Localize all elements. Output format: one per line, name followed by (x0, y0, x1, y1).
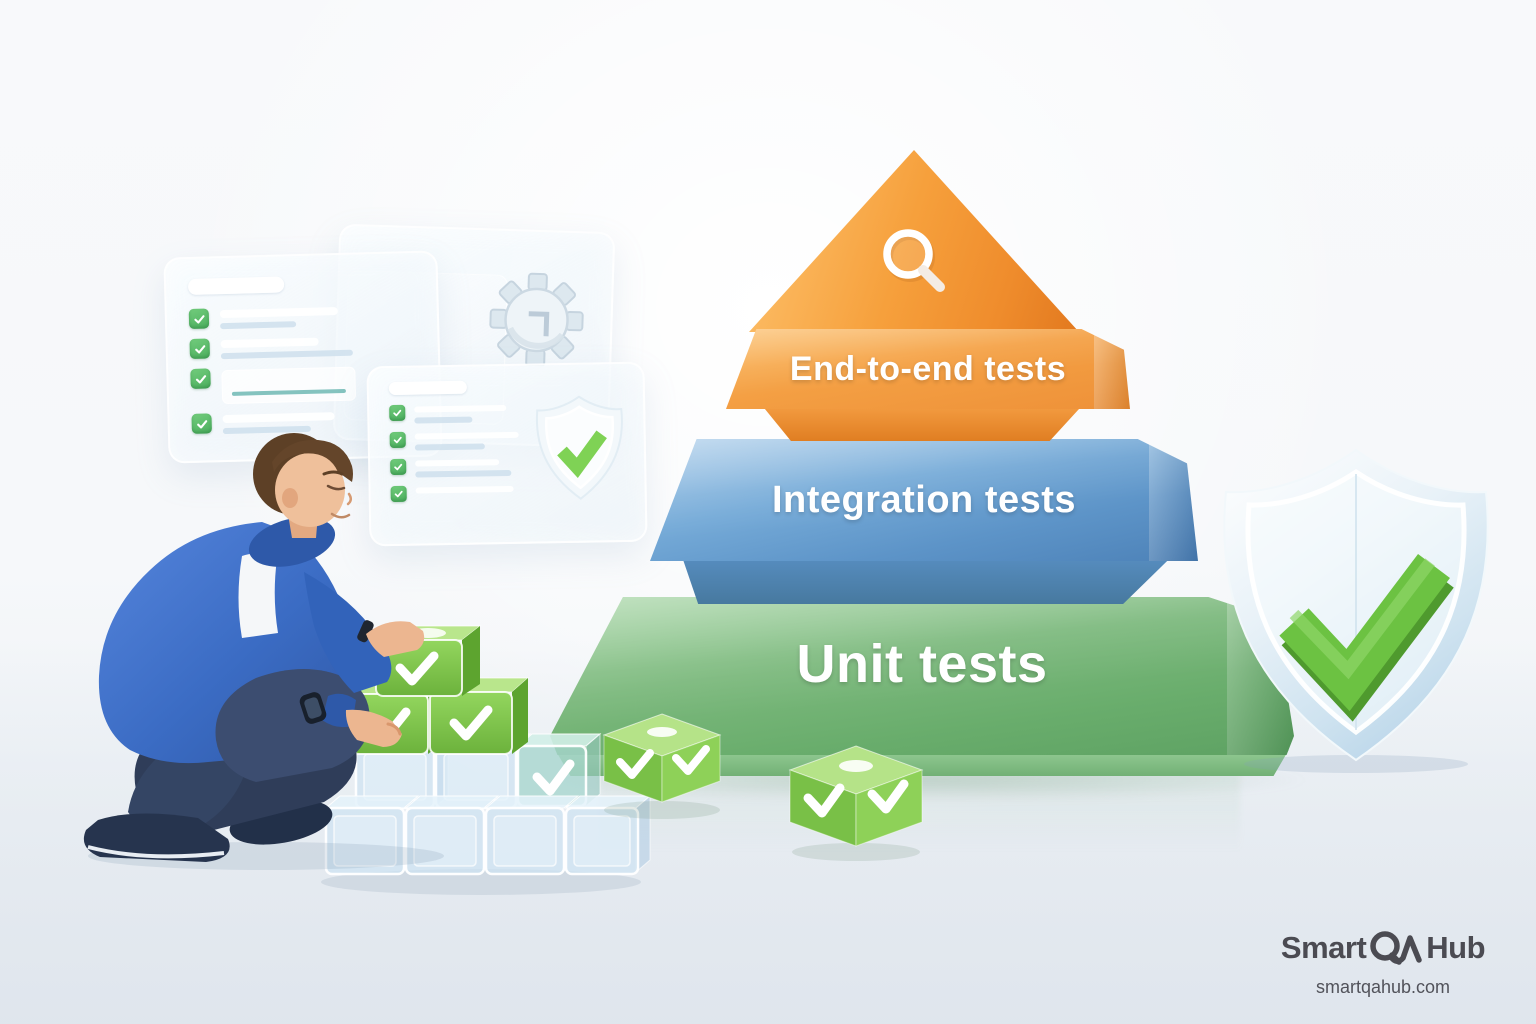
checkbox-checked-icon (390, 458, 407, 476)
green-check-cubes (602, 713, 924, 861)
text-line-placeholders (220, 335, 353, 360)
pyramid-layer-label: Unit tests (796, 634, 1048, 694)
gear-icon (489, 272, 584, 368)
text-line-placeholders (221, 365, 357, 405)
checklist-row (389, 401, 643, 424)
mini-card-placeholder (221, 366, 357, 405)
quality-shield (1223, 448, 1489, 773)
checkbox-checked-icon (390, 485, 407, 503)
pyramid-orange-wedge (764, 408, 1080, 441)
person-hand-top (366, 621, 425, 657)
brand-domain: smartqahub.com (1315, 977, 1451, 997)
panel-title-placeholder (187, 276, 285, 295)
pyramid-layer-label: End-to-end tests (789, 349, 1067, 388)
person-illustration (83, 433, 444, 870)
check-icon (1279, 553, 1454, 722)
pyramid-layer-label: Integration tests (771, 478, 1077, 521)
glass-block-row (324, 794, 652, 876)
checkbox-checked-icon (189, 338, 211, 359)
checkbox-checked-icon (389, 404, 406, 422)
checkbox-checked-icon (389, 431, 406, 449)
person-hand-front (345, 709, 402, 747)
panel-title-placeholder (388, 380, 467, 396)
magnifier-icon (883, 229, 945, 292)
floating-panel-settings (332, 223, 616, 449)
green-check-cube (788, 745, 924, 847)
qa-logo-mark (1369, 928, 1423, 968)
checklist-row (188, 302, 437, 330)
checklist-row (390, 482, 645, 503)
checkbox-checked-icon (188, 308, 210, 329)
brand-wordmark: Smart Hub (1258, 928, 1508, 968)
brand-logo: Smart Hub smartqahub.com (1258, 928, 1508, 998)
pyramid-blue-wedge (682, 559, 1170, 604)
pyramid-layer-integration: Integration tests (650, 439, 1198, 561)
checkbox-checked-icon (191, 413, 212, 434)
person-head (253, 433, 353, 527)
person-arms (299, 572, 425, 747)
text-line-placeholders (219, 305, 339, 330)
checklist-row (191, 407, 439, 435)
green-check-cube (602, 713, 722, 803)
checklist-row (190, 362, 439, 405)
checkbox-checked-icon (190, 368, 211, 389)
floating-panel-checklist (163, 250, 443, 464)
floating-panel-report (366, 361, 648, 547)
brand-text-hub: Hub (1426, 930, 1486, 965)
shield-shadow (1244, 755, 1468, 773)
pyramid-layer-e2e: End-to-end tests (726, 329, 1130, 409)
checklist-row (389, 428, 644, 451)
checklist-row (189, 332, 437, 360)
brand-text-smart: Smart (1280, 930, 1367, 965)
checklist-row (390, 455, 644, 478)
shield-check-icon (535, 395, 623, 500)
